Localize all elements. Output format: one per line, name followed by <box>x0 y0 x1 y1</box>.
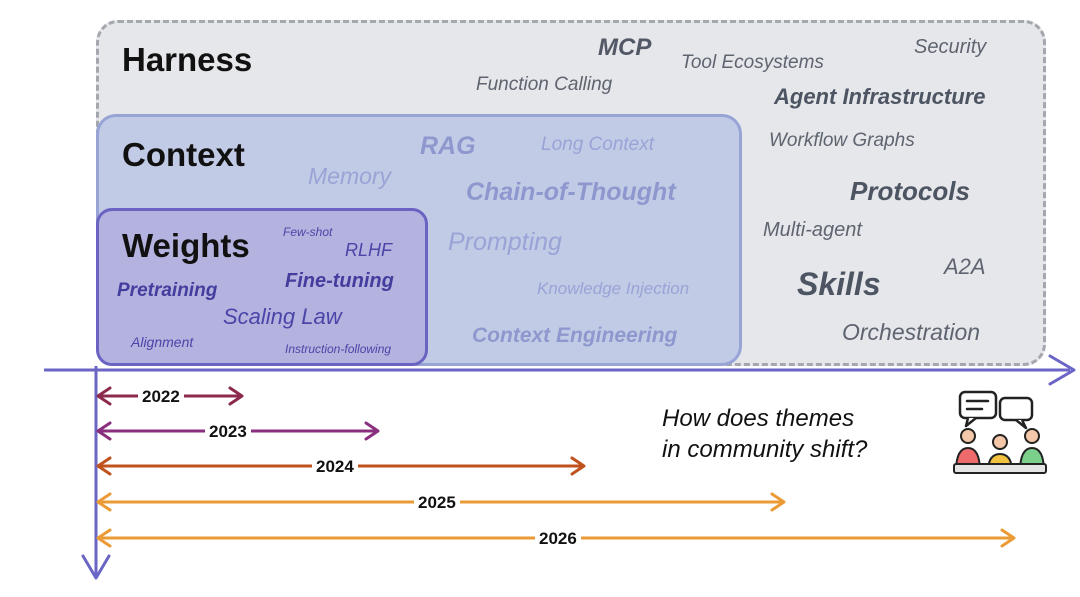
year-label-2024: 2024 <box>312 458 358 475</box>
community-question: How does themes in community shift? <box>662 403 867 465</box>
weights-layer-box <box>96 208 428 366</box>
vertical-axis <box>81 366 111 580</box>
keyword-fine-tuning: Fine-tuning <box>285 270 394 292</box>
keyword-agent-infrastructure: Agent Infrastructure <box>774 84 986 109</box>
keyword-function-calling: Function Calling <box>476 74 613 95</box>
horizontal-axis <box>44 354 1076 386</box>
year-label-2026: 2026 <box>535 530 581 547</box>
keyword-protocols: Protocols <box>850 176 970 206</box>
keyword-security: Security <box>914 36 987 58</box>
keyword-a2a: A2A <box>944 254 986 279</box>
context-title: Context <box>122 136 245 173</box>
keyword-memory: Memory <box>308 163 392 189</box>
keyword-rag: RAG <box>420 132 476 160</box>
keyword-chain-of-thought: Chain-of-Thought <box>466 178 676 206</box>
harness-title: Harness <box>122 41 253 78</box>
keyword-scaling-law: Scaling Law <box>223 304 342 329</box>
keyword-skills: Skills <box>797 266 881 302</box>
timeline-arrows <box>96 386 1016 548</box>
keyword-rlhf: RLHF <box>345 240 393 260</box>
keyword-instruction-following: Instruction-following <box>285 342 392 356</box>
keyword-prompting: Prompting <box>448 228 562 256</box>
keyword-pretraining: Pretraining <box>117 280 218 301</box>
keyword-long-context: Long Context <box>541 134 655 155</box>
keyword-context-engineering: Context Engineering <box>472 324 678 347</box>
year-label-2025: 2025 <box>414 494 460 511</box>
keyword-few-shot: Few-shot <box>283 225 333 239</box>
keyword-knowledge-injection: Knowledge Injection <box>537 279 690 298</box>
keyword-tool-ecosystems: Tool Ecosystems <box>681 52 824 73</box>
keyword-orchestration: Orchestration <box>842 319 981 345</box>
keyword-workflow-graphs: Workflow Graphs <box>769 130 915 151</box>
keyword-mcp: MCP <box>598 34 652 61</box>
question-line-1: How does themes <box>662 405 855 432</box>
keyword-alignment: Alignment <box>131 334 194 350</box>
year-label-2023: 2023 <box>205 423 251 440</box>
community-discussion-icon <box>953 390 1047 474</box>
year-label-2022: 2022 <box>138 388 184 405</box>
keyword-multi-agent: Multi-agent <box>763 219 862 241</box>
weights-title: Weights <box>122 227 250 264</box>
question-line-2: in community shift? <box>662 436 868 464</box>
